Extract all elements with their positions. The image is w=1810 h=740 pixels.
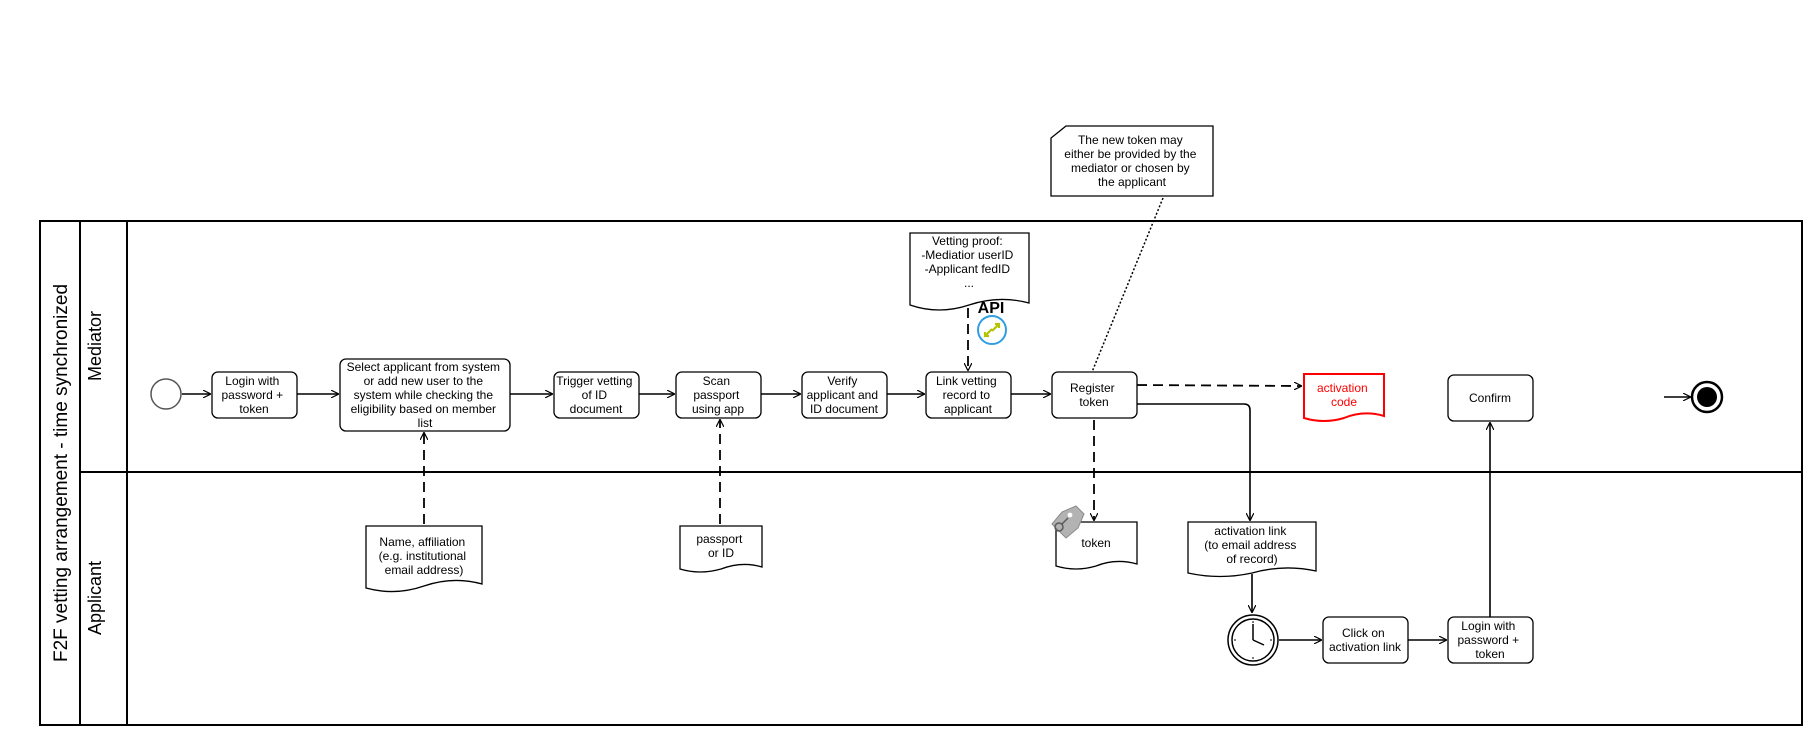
lane-label-mediator: Mediator — [85, 311, 105, 381]
document-token: token — [1055, 521, 1138, 570]
task-login-applicant: Login with password + token — [1447, 616, 1534, 664]
document-passport: passport or ID — [679, 525, 763, 573]
svg-text:Name, affiliation (e.g.: Name, affiliation (e.g. institutional em… — [379, 535, 470, 577]
pool: F2F vetting arrangement - time synchroni… — [39, 220, 1803, 726]
end-event — [1690, 380, 1724, 414]
document-vetting-proof: Vetting proof: -Mediatior userID -Applic… — [909, 232, 1030, 311]
task-trigger-vetting: Trigger vetting of ID document — [553, 371, 640, 419]
svg-text:Select applicant from system: Select applicant from system or add new … — [347, 360, 504, 430]
lane-label-applicant: Applicant — [85, 561, 105, 635]
svg-text:passport or ID: passport or ID — [696, 532, 745, 560]
annotation-connector — [1091, 197, 1164, 373]
svg-text:token: token — [1081, 536, 1110, 550]
annotation-note: The new token may either be provided by … — [1050, 125, 1214, 197]
task-click-activation-link: Click on activation link — [1322, 616, 1409, 664]
svg-text:The new token may either: The new token may either be provided by … — [1064, 133, 1199, 189]
svg-text:Register token: Register token — [1070, 381, 1118, 409]
task-select-applicant: Select applicant from system or add new … — [339, 358, 511, 432]
svg-text:Login with password +: Login with password + token — [1457, 619, 1522, 661]
svg-text:Click on activation link: Click on activation link — [1329, 626, 1402, 654]
document-name-affiliation: Name, affiliation (e.g. institutional em… — [365, 525, 483, 593]
data-associations — [424, 308, 1301, 524]
start-event — [150, 378, 182, 410]
clock-icon — [1227, 614, 1279, 666]
svg-text:activation link (to emai: activation link (to email address of rec… — [1204, 524, 1299, 566]
task-link-vetting-record: Link vetting record to applicant — [925, 371, 1012, 419]
svg-text:Link vetting record to: Link vetting record to applicant — [936, 374, 1000, 416]
task-register-token: Register token — [1051, 371, 1138, 419]
svg-text:Confirm: Confirm — [1469, 391, 1511, 405]
api-icon — [977, 315, 1007, 345]
task-verify-applicant: Verify applicant and ID document — [801, 371, 888, 419]
tag-icon — [1051, 505, 1085, 539]
pool-title: F2F vetting arrangement - time synchroni… — [51, 284, 72, 662]
task-scan-passport: Scan passport using app — [675, 371, 762, 419]
svg-text:Trigger vetting of ID: Trigger vetting of ID document — [556, 374, 636, 416]
task-login-mediator: Login with password + token — [211, 371, 298, 419]
svg-text:Scan passport usin: Scan passport using app — [692, 374, 744, 416]
document-activation-code: activation code — [1303, 373, 1385, 422]
api-label: API — [978, 300, 1005, 317]
svg-text:Vetting proof: -Mediatio: Vetting proof: -Mediatior userID -Applic… — [921, 234, 1016, 290]
sequence-flows — [182, 394, 1690, 640]
svg-text:Login with password +: Login with password + token — [221, 374, 286, 416]
task-confirm: Confirm — [1447, 374, 1534, 422]
svg-text:activation code: activation code — [1317, 381, 1371, 409]
svg-text:Verify applicant and: Verify applicant and ID document — [807, 374, 882, 416]
document-activation-link: activation link (to email address of rec… — [1187, 521, 1317, 578]
